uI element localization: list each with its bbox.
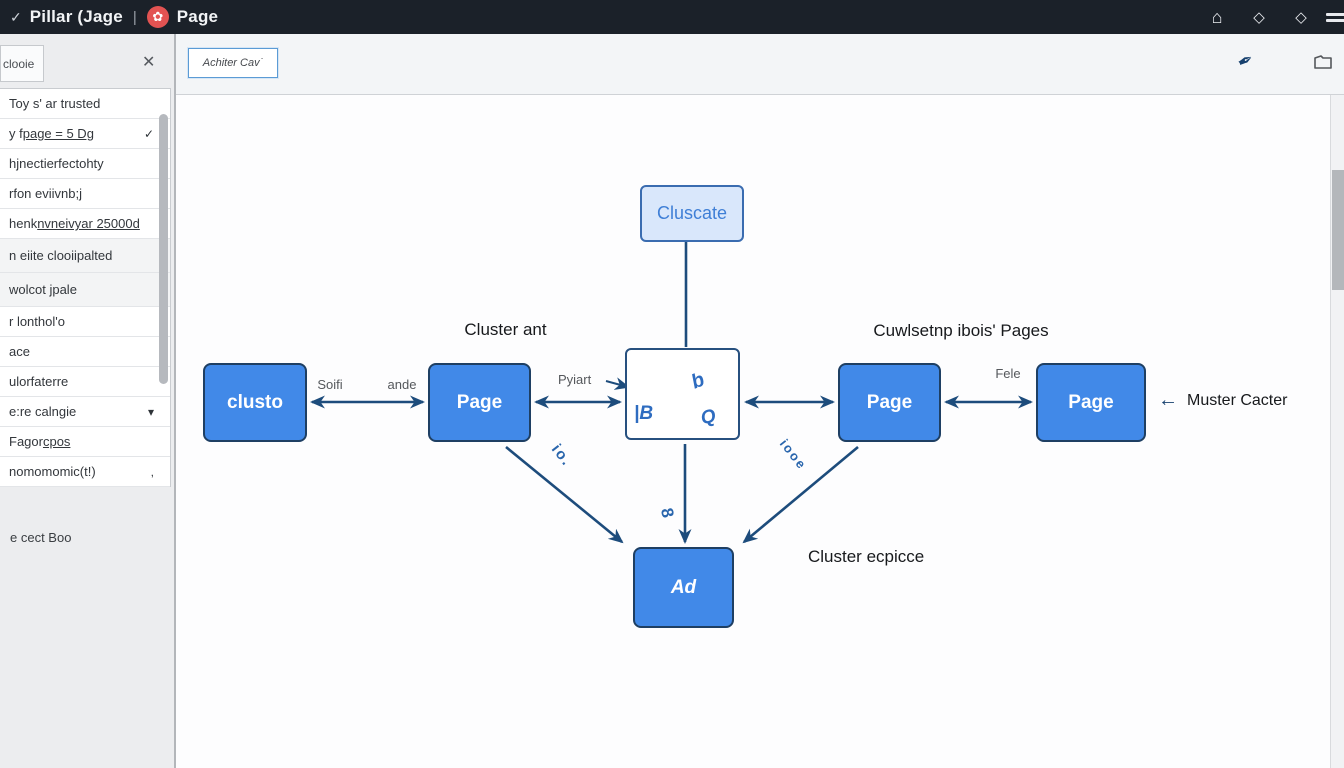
sidebar-scrollbar[interactable] <box>159 114 168 384</box>
logo-icon[interactable]: ✿ <box>146 6 169 28</box>
diagram-edges <box>310 242 1033 544</box>
achiter-cav-button[interactable]: Achiter Cav˙ <box>188 48 278 78</box>
list-item[interactable]: y f page = 5 Dg ✓ <box>0 119 170 149</box>
edge-label-pyiart: Pyiart <box>558 372 592 387</box>
left-sidebar: clooie ✕ Toy s' ar trusted y f page = 5 … <box>0 34 176 768</box>
list-item[interactable]: Fagor cpos <box>0 427 170 457</box>
node-page-right[interactable]: Page <box>1036 363 1146 442</box>
node-ad[interactable]: Ad <box>633 547 734 628</box>
node-page-mid[interactable]: Page <box>838 363 941 442</box>
note-glyph-left: |B <box>634 403 654 424</box>
window-title-left: Pillar (Jage <box>29 7 123 26</box>
list-item[interactable]: ulorfaterre <box>0 367 170 397</box>
close-icon[interactable]: ✕ <box>142 54 156 71</box>
list-item[interactable]: ace <box>0 337 170 367</box>
home-icon[interactable]: ⌂ <box>1211 6 1223 27</box>
list-item[interactable]: nomomomic(t!) , <box>0 457 170 487</box>
label-cluster-ecpicce: Cluster ecpicce <box>808 547 925 566</box>
list-item[interactable]: hjnectierfectohty <box>0 149 170 179</box>
edge-label-ande: ande <box>387 377 417 392</box>
edge-label-fele: Fele <box>995 366 1021 381</box>
list-item[interactable]: n eiite clooiipalted <box>0 239 170 273</box>
canvas-toolbar: Achiter Cav˙ ✒ <box>176 34 1344 95</box>
node-note[interactable] <box>625 348 740 440</box>
diamond-icon-2[interactable]: ◇ <box>1295 9 1307 26</box>
list-item-dropdown[interactable]: e:re calngie ▾ <box>0 397 170 427</box>
window-title-right: Page <box>176 7 219 26</box>
list-item[interactable]: rfon eviivnb;j <box>0 179 170 209</box>
label-cluster-pages: Cuwlsetnp ibois' Pages <box>873 321 1049 340</box>
list-item[interactable]: henk nvneivyar 25000d <box>0 209 170 239</box>
list-item[interactable]: r lonthol'o <box>0 307 170 337</box>
node-clusto[interactable]: clusto <box>203 363 307 442</box>
canvas-scrollbar-track[interactable] <box>1330 95 1344 768</box>
main-area: Achiter Cav˙ ✒ <box>176 34 1344 768</box>
pen-icon[interactable]: ✒ <box>1234 48 1258 75</box>
sidebar-footer-note: e cect Boo <box>10 530 72 545</box>
edge-label-soifi: Soifi <box>317 377 343 392</box>
canvas-scrollbar-thumb[interactable] <box>1332 170 1344 290</box>
sidebar-list: Toy s' ar trusted y f page = 5 Dg ✓ hjne… <box>0 88 171 487</box>
sidebar-tab[interactable]: clooie <box>0 45 44 82</box>
diamond-icon-1[interactable]: ◇ <box>1253 9 1265 26</box>
check-icon: ✓ <box>10 8 22 25</box>
diagram-canvas[interactable]: Cluscate clusto Page b |B Q Page Page Ad… <box>176 95 1344 768</box>
folder-icon[interactable] <box>1312 52 1334 77</box>
list-item[interactable]: Toy s' ar trusted <box>0 89 170 119</box>
node-cluscate[interactable]: Cluscate <box>640 185 744 242</box>
menu-icon[interactable] <box>1326 10 1344 25</box>
node-page-left[interactable]: Page <box>428 363 531 442</box>
label-cluster-ant: Cluster ant <box>464 320 547 339</box>
check-icon: ✓ <box>143 126 154 141</box>
top-bar: ✓ Pillar (Jage | ✿ Page ⌂ ◇ ◇ <box>0 0 1344 34</box>
label-muster-cacter: ← Muster Cacter <box>1158 389 1288 411</box>
list-item[interactable]: wolcot jpale <box>0 273 170 307</box>
left-arrow-icon: ← <box>1158 389 1178 411</box>
chevron-down-icon[interactable]: ▾ <box>147 404 154 419</box>
title-separator: | <box>132 8 137 26</box>
